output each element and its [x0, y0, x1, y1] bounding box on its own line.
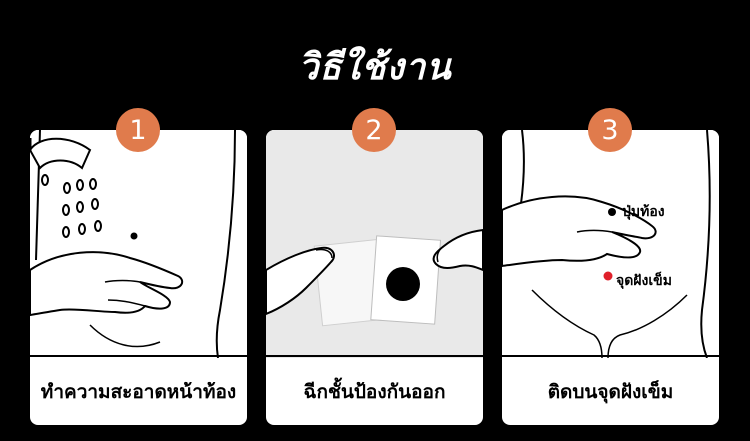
step-1-caption: ทำความสะอาดหน้าท้อง: [40, 380, 237, 403]
step-3-badge: 3: [588, 108, 632, 152]
step-2-illustration: [266, 130, 483, 358]
step-2-caption: ฉีกชั้นป้องกันออก: [303, 380, 446, 403]
step-1-illustration: [30, 130, 247, 358]
step-3-card: ติดบนจุดฝังเข็ม: [502, 130, 719, 425]
step-3-illustration: [502, 130, 719, 358]
step-1-badge: 1: [116, 108, 160, 152]
step-1-card: ทำความสะอาดหน้าท้อง: [30, 130, 247, 425]
step-2-card: ฉีกชั้นป้องกันออก: [266, 130, 483, 425]
acupoint-label: จุดฝังเข็ม: [616, 273, 672, 289]
navel-label: ปุ่มท้อง: [622, 204, 665, 220]
page-title: วิธีใช้งาน: [298, 47, 452, 88]
step-2-badge: 2: [352, 108, 396, 152]
shower-icon: [30, 137, 102, 238]
acupoint-dot: [603, 271, 613, 281]
step-3-caption: ติดบนจุดฝังเข็ม: [547, 380, 674, 403]
